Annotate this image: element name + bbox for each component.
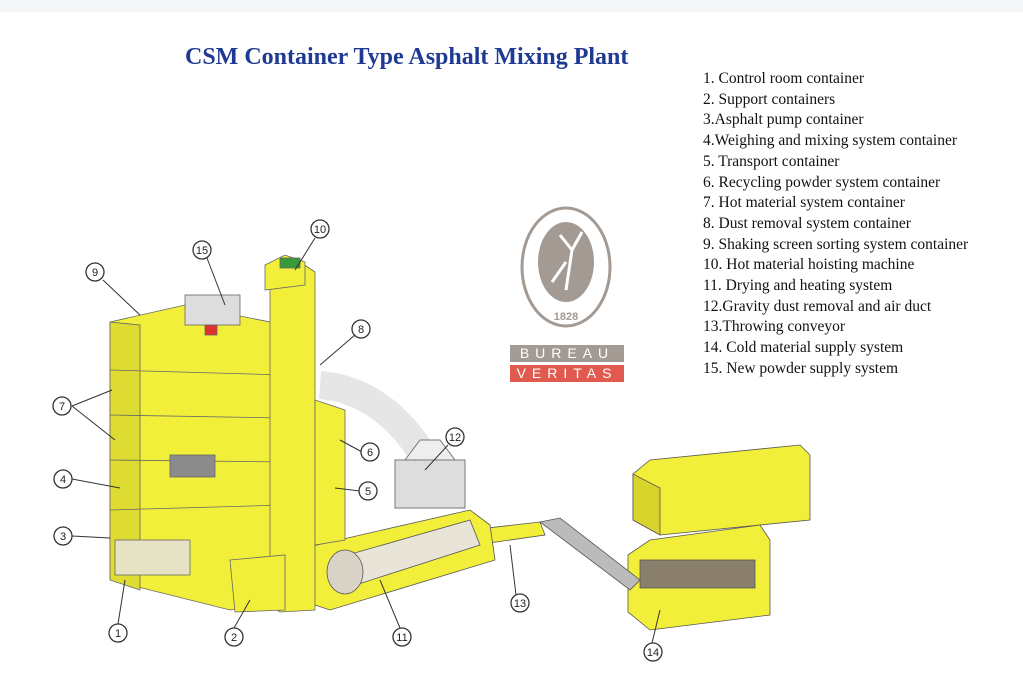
callout-15: 15 [192, 240, 212, 260]
callout-8: 8 [351, 319, 371, 339]
callout-number: 11 [396, 632, 407, 644]
callout-number: 7 [59, 401, 65, 413]
leader-lines [71, 237, 661, 644]
callout-number: 14 [647, 647, 659, 659]
callout-1: 1 [108, 623, 128, 643]
legend-item: 2. Support containers [703, 90, 836, 108]
callout-number: 5 [365, 486, 371, 498]
callout-number: 4 [60, 474, 66, 486]
cold-material-supply-system [627, 444, 811, 631]
callout-number: 6 [367, 447, 373, 459]
legend-item: 1. Control room container [703, 70, 864, 87]
legend-item: 3.Asphalt pump container [703, 111, 864, 129]
top-bar [0, 0, 1023, 12]
main-tower [109, 254, 346, 613]
drying-drum [294, 509, 496, 611]
callout-10: 10 [310, 219, 330, 239]
page-title: CSM Container Type Asphalt Mixing Plant [185, 44, 629, 70]
legend-item: 15. New powder supply system [703, 359, 899, 377]
logo-word-bureau: BUREAU [510, 345, 624, 362]
legend-item: 6. Recycling powder system container [703, 173, 941, 191]
legend-item: 8. Dust removal system container [703, 214, 911, 232]
legend-item: 12.Gravity dust removal and air duct [703, 297, 932, 315]
callout-11: 11 [392, 627, 412, 647]
legend-item: 5. Transport container [703, 152, 840, 170]
legend-item: 7. Hot material system container [703, 194, 905, 212]
callout-number: 9 [92, 267, 98, 279]
callout-6: 6 [360, 442, 380, 462]
bureau-veritas-seal-logo: 1828 [520, 206, 612, 328]
callout-9: 9 [85, 262, 105, 282]
callout-7: 7 [52, 396, 72, 416]
callout-13: 13 [510, 593, 530, 613]
callout-12: 12 [445, 427, 465, 447]
legend-list: 1. Control room container 2. Support con… [703, 69, 968, 380]
callout-number: 8 [358, 324, 364, 336]
legend-item: 9. Shaking screen sorting system contain… [703, 235, 969, 253]
callout-number: 1 [115, 628, 121, 640]
legend-item: 4.Weighing and mixing system container [703, 132, 958, 150]
logo-word-veritas: VERITAS [510, 365, 624, 382]
legend-item: 13.Throwing conveyor [703, 318, 846, 336]
callout-2: 2 [224, 627, 244, 647]
callout-number: 3 [60, 531, 66, 543]
callout-14: 14 [643, 642, 663, 662]
logo-year: 1828 [554, 311, 578, 323]
callout-number: 10 [314, 224, 326, 236]
legend-item: 10. Hot material hoisting machine [703, 256, 915, 274]
callout-number: 13 [514, 598, 526, 610]
legend-item: 14. Cold material supply system [703, 339, 904, 357]
callout-4: 4 [53, 469, 73, 489]
callout-number: 15 [196, 245, 208, 257]
callout-3: 3 [53, 526, 73, 546]
callout-number: 2 [231, 632, 237, 644]
dust-removal-duct [318, 371, 466, 509]
throwing-conveyor [469, 517, 641, 591]
callout-5: 5 [358, 481, 378, 501]
callout-number: 12 [449, 432, 461, 444]
legend-item: 11. Drying and heating system [703, 277, 893, 295]
